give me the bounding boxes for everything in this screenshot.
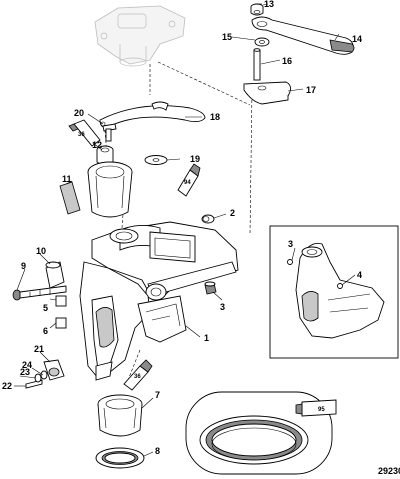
callout-12: 12	[92, 140, 102, 150]
upper-swivel-bushing	[87, 161, 133, 218]
leader-lines	[14, 3, 356, 457]
grease-tube-94	[177, 163, 201, 197]
callout-3: 3	[220, 302, 225, 312]
callout-5: 5	[43, 303, 48, 313]
callout-14: 14	[352, 34, 362, 44]
tube-label-95: 95	[318, 407, 325, 413]
pad-part-6	[55, 317, 67, 329]
washer-part-24	[40, 370, 48, 380]
bushing-part-7	[97, 394, 143, 437]
tube-label-94: 94	[184, 180, 191, 186]
bracket-part-18	[99, 101, 206, 128]
pin-part-16	[253, 48, 261, 81]
callout-labels: 13 14 15 16 17 18 19 20 12 11 2 3 1 10 9…	[2, 0, 362, 456]
callout-22: 22	[2, 381, 12, 391]
callout-15: 15	[222, 32, 232, 42]
callout-19: 19	[190, 154, 200, 164]
tube-labels: 36 94 36 95	[78, 132, 325, 413]
pad-part-11	[59, 181, 81, 215]
inset-callout-4: 4	[357, 270, 362, 280]
callout-17: 17	[306, 85, 316, 95]
grease-tube-95	[295, 399, 337, 417]
swivel-bracket-part-1	[79, 221, 239, 381]
sleeve-part-10	[45, 261, 65, 289]
callout-7: 7	[155, 390, 160, 400]
callout-9: 9	[21, 261, 26, 271]
callout-1: 1	[204, 333, 209, 343]
bolt-part-9	[12, 285, 67, 301]
callout-24: 24	[22, 360, 32, 370]
fitting-part-3	[204, 281, 217, 295]
plate-part-17	[243, 81, 291, 105]
callout-11: 11	[62, 174, 72, 184]
callout-8: 8	[155, 446, 160, 456]
steering-arm-part-14	[251, 16, 355, 55]
tube-label-36-lower: 36	[134, 374, 141, 380]
callout-10: 10	[36, 246, 46, 256]
callout-20: 20	[74, 108, 84, 118]
reference-number: 29230	[378, 466, 400, 476]
tube-label-36-upper: 36	[78, 132, 85, 138]
grease-tube-36-lower	[123, 359, 153, 391]
callout-6: 6	[43, 326, 48, 336]
ghost-housing	[94, 5, 186, 67]
detail-inset-box	[269, 225, 399, 359]
callout-16: 16	[282, 56, 292, 66]
pad-part-5	[55, 295, 67, 307]
bolt-part-20	[102, 123, 117, 142]
washer-part-15	[254, 37, 270, 47]
inset-callout-3: 3	[288, 239, 293, 249]
grease-tube-36-upper	[68, 119, 101, 147]
seal-detail-inset	[185, 391, 333, 475]
callout-2: 2	[230, 208, 235, 218]
washer-part-19	[144, 155, 168, 165]
callout-23: 23	[20, 367, 30, 377]
fitting-part-21	[43, 359, 65, 381]
callout-18: 18	[210, 112, 220, 122]
nut-part-13	[250, 3, 264, 16]
callout-13: 13	[264, 0, 274, 9]
seal-part-8	[95, 447, 145, 469]
callout-21: 21	[34, 344, 44, 354]
plug-part-2	[201, 214, 215, 224]
alignment-lines	[104, 61, 253, 381]
